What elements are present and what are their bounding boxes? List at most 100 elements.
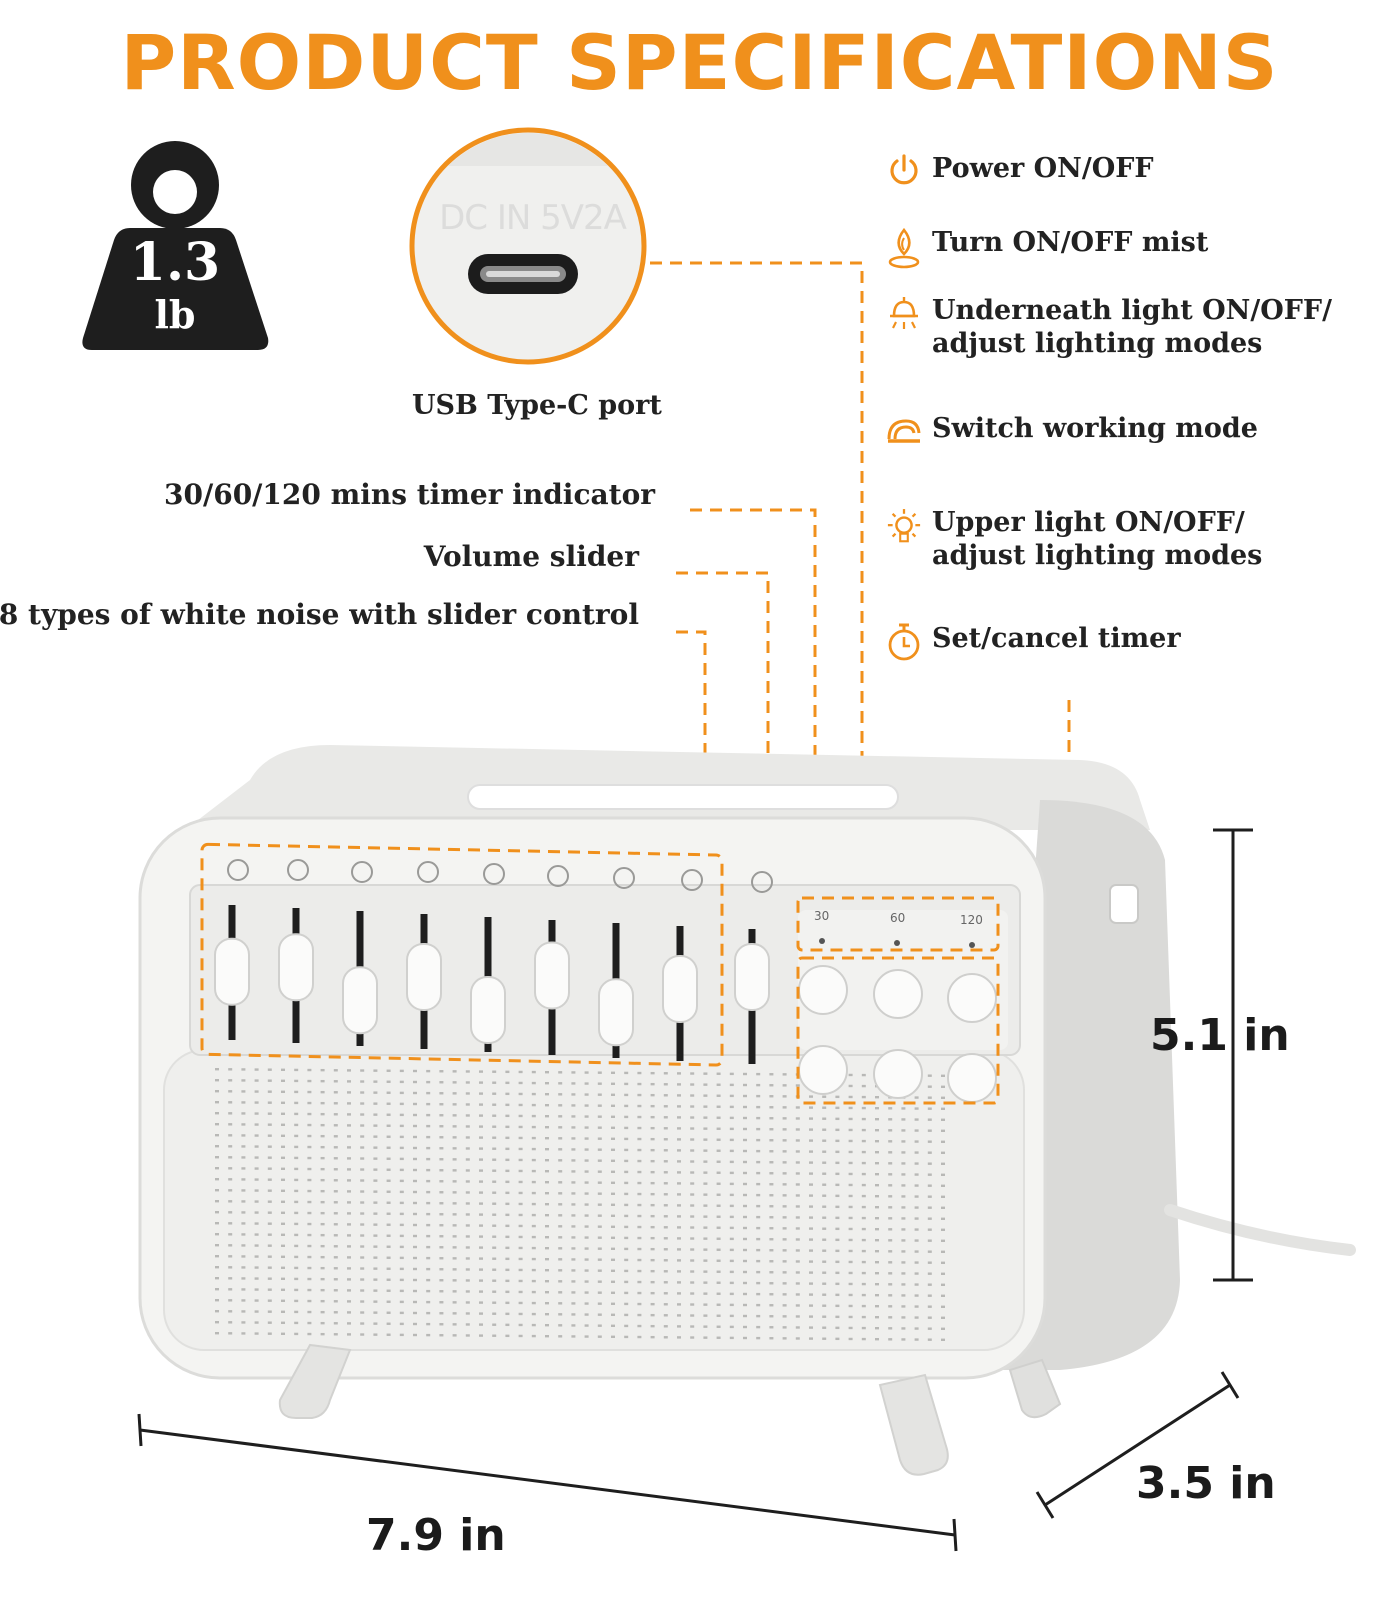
grille-hole (545, 1302, 549, 1305)
grille-hole (624, 1104, 629, 1108)
noise-slider-knob[interactable] (342, 966, 378, 1035)
grille-hole (756, 1237, 761, 1241)
grille-hole (452, 1301, 457, 1304)
grille-hole (439, 1169, 444, 1172)
grille-hole (663, 1259, 668, 1262)
grille-hole (611, 1192, 615, 1195)
grille-hole (677, 1105, 681, 1108)
grille-hole (531, 1103, 536, 1107)
noise-slider-knob[interactable] (598, 978, 634, 1047)
grille-hole (505, 1191, 510, 1195)
grille-hole (241, 1156, 246, 1159)
grille-hole (479, 1103, 483, 1106)
grille-hole (452, 1323, 457, 1326)
grille-hole (663, 1226, 668, 1229)
grille-hole (307, 1332, 312, 1336)
grille-hole (624, 1203, 629, 1207)
feature-mist: Turn ON/OFF mist (886, 226, 1208, 270)
grille-hole (439, 1312, 444, 1315)
grille-hole (479, 1334, 483, 1337)
grille-hole (518, 1202, 523, 1206)
grille-hole (663, 1325, 668, 1328)
noise-slider-knob[interactable] (662, 955, 698, 1023)
grille-hole (597, 1313, 602, 1316)
grille-hole (228, 1167, 233, 1170)
grille-hole (294, 1101, 299, 1105)
grille-hole (795, 1205, 800, 1208)
noise-slider-knob[interactable] (214, 937, 250, 1006)
grille-hole (413, 1157, 417, 1161)
grille-hole (452, 1114, 457, 1117)
grille-hole (782, 1161, 787, 1164)
grille-hole (690, 1292, 695, 1295)
grille-hole (281, 1167, 285, 1170)
grille-hole (716, 1072, 721, 1075)
grille-hole (637, 1148, 642, 1152)
grille-hole (835, 1172, 840, 1176)
grille-hole (518, 1257, 523, 1261)
grille-hole (241, 1288, 246, 1291)
grille-hole (584, 1126, 589, 1129)
grille-hole (373, 1168, 378, 1171)
grille-hole (254, 1156, 259, 1159)
grille-hole (426, 1311, 431, 1315)
grille-hole (320, 1145, 325, 1149)
grille-hole (294, 1112, 299, 1116)
grille-hole (729, 1160, 734, 1164)
grille-hole (597, 1280, 602, 1283)
grille-hole (901, 1118, 906, 1121)
grille-hole (413, 1300, 417, 1304)
grille-hole (373, 1124, 378, 1127)
grille-hole (518, 1224, 523, 1228)
grille-hole (426, 1234, 431, 1238)
grille-hole (360, 1080, 365, 1083)
noise-slider-knob[interactable] (278, 933, 314, 1002)
grille-hole (452, 1169, 457, 1172)
grille-hole (822, 1260, 827, 1263)
grille-hole (795, 1326, 800, 1329)
grille-hole (360, 1091, 365, 1094)
noise-slider-knob[interactable] (406, 943, 442, 1011)
grille-hole (215, 1310, 219, 1313)
grille-hole (901, 1140, 906, 1143)
noise-slider-knob[interactable] (534, 941, 570, 1010)
grille-hole (531, 1323, 536, 1327)
grille-hole (848, 1260, 853, 1264)
grille-hole (241, 1189, 246, 1192)
grille-hole (927, 1228, 932, 1231)
grille-hole (690, 1160, 695, 1163)
grille-hole (848, 1282, 853, 1286)
feature-power: Power ON/OFF (886, 152, 1154, 188)
volume-slider-knob[interactable] (734, 943, 770, 1011)
grille-hole (663, 1193, 668, 1196)
noise-slider-knob[interactable] (470, 976, 506, 1044)
timer-indicator-callout: 30/60/120 mins timer indicator (164, 478, 655, 511)
grille-hole (254, 1145, 259, 1148)
grille-hole (571, 1159, 576, 1162)
grille-hole (254, 1167, 259, 1170)
grille-hole (716, 1226, 721, 1229)
grille-hole (677, 1160, 681, 1163)
grille-hole (743, 1094, 747, 1098)
grille-hole (901, 1228, 906, 1231)
grille-hole (373, 1102, 378, 1105)
grille-hole (729, 1314, 734, 1318)
grille-hole (716, 1138, 721, 1141)
grille-hole (558, 1159, 563, 1162)
grille-hole (611, 1291, 615, 1294)
grille-hole (677, 1314, 681, 1317)
grille-hole (835, 1326, 840, 1330)
grille-hole (333, 1223, 338, 1226)
weight-unit: lb (154, 292, 196, 337)
feature-text: Turn ON/OFF mist (932, 227, 1209, 258)
grille-hole (320, 1134, 325, 1138)
grille-hole (254, 1101, 259, 1104)
grille-hole (452, 1125, 457, 1128)
grille-hole (413, 1091, 417, 1095)
grille-hole (927, 1085, 932, 1088)
grille-hole (347, 1267, 351, 1270)
grille-hole (333, 1113, 338, 1116)
grille-hole (545, 1225, 549, 1228)
grille-hole (624, 1159, 629, 1163)
grille-hole (518, 1136, 523, 1140)
